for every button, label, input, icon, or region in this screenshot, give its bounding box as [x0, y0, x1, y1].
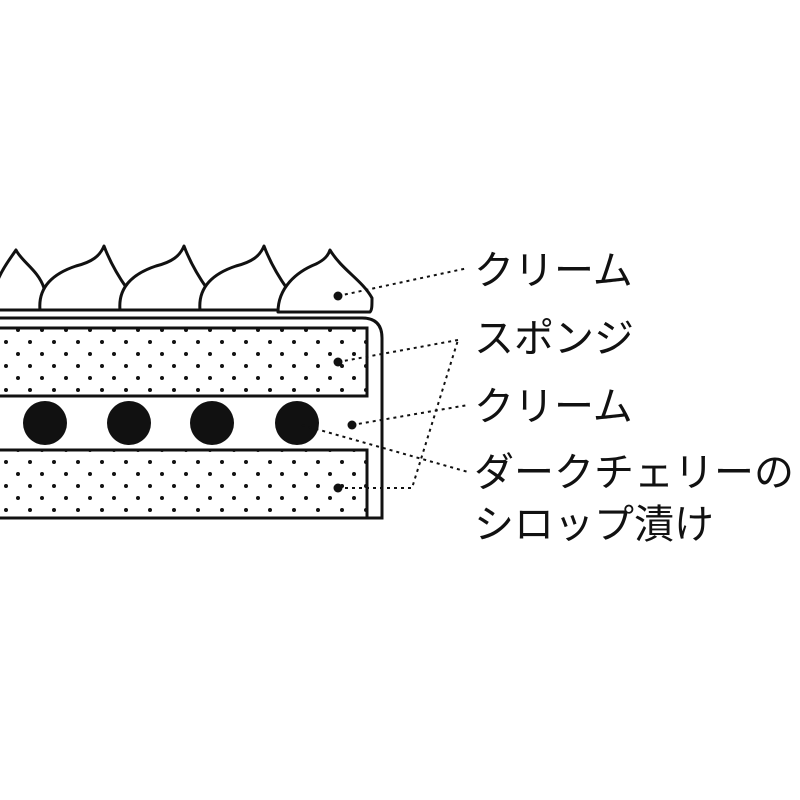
leader-line-middle-cream [351, 404, 469, 426]
marker-dot [333, 291, 343, 301]
cake-outline [0, 316, 384, 520]
upper-sponge-layer [0, 326, 369, 398]
cream-dollop [198, 244, 290, 312]
label-cherry-line1: ダークチェリーの [474, 450, 794, 496]
cream-dollop [276, 248, 374, 314]
label-middle-cream: クリーム [474, 384, 633, 430]
marker-dot [333, 483, 343, 493]
cherry [23, 401, 67, 445]
label-top-cream: クリーム [474, 248, 633, 294]
cream-dollop [118, 244, 210, 312]
marker-dot [333, 357, 343, 367]
label-sponge: スポンジ [474, 316, 634, 362]
marker-dot [347, 420, 357, 430]
cream-dollop [38, 244, 130, 312]
cherry [107, 401, 151, 445]
cherry [275, 401, 319, 445]
leader-lines [301, 267, 469, 489]
top-cream-layer [0, 244, 374, 314]
lower-sponge-layer [0, 448, 369, 520]
cherry-layer [23, 401, 319, 445]
leader-line-sponge-lower [338, 339, 459, 489]
leader-line-cherry [301, 424, 469, 473]
cream-dollop [0, 248, 46, 312]
leader-dots [333, 291, 357, 493]
label-cherry-line2: シロップ漬け [474, 502, 714, 548]
cherry [190, 401, 234, 445]
leader-line-top-cream [337, 267, 469, 297]
